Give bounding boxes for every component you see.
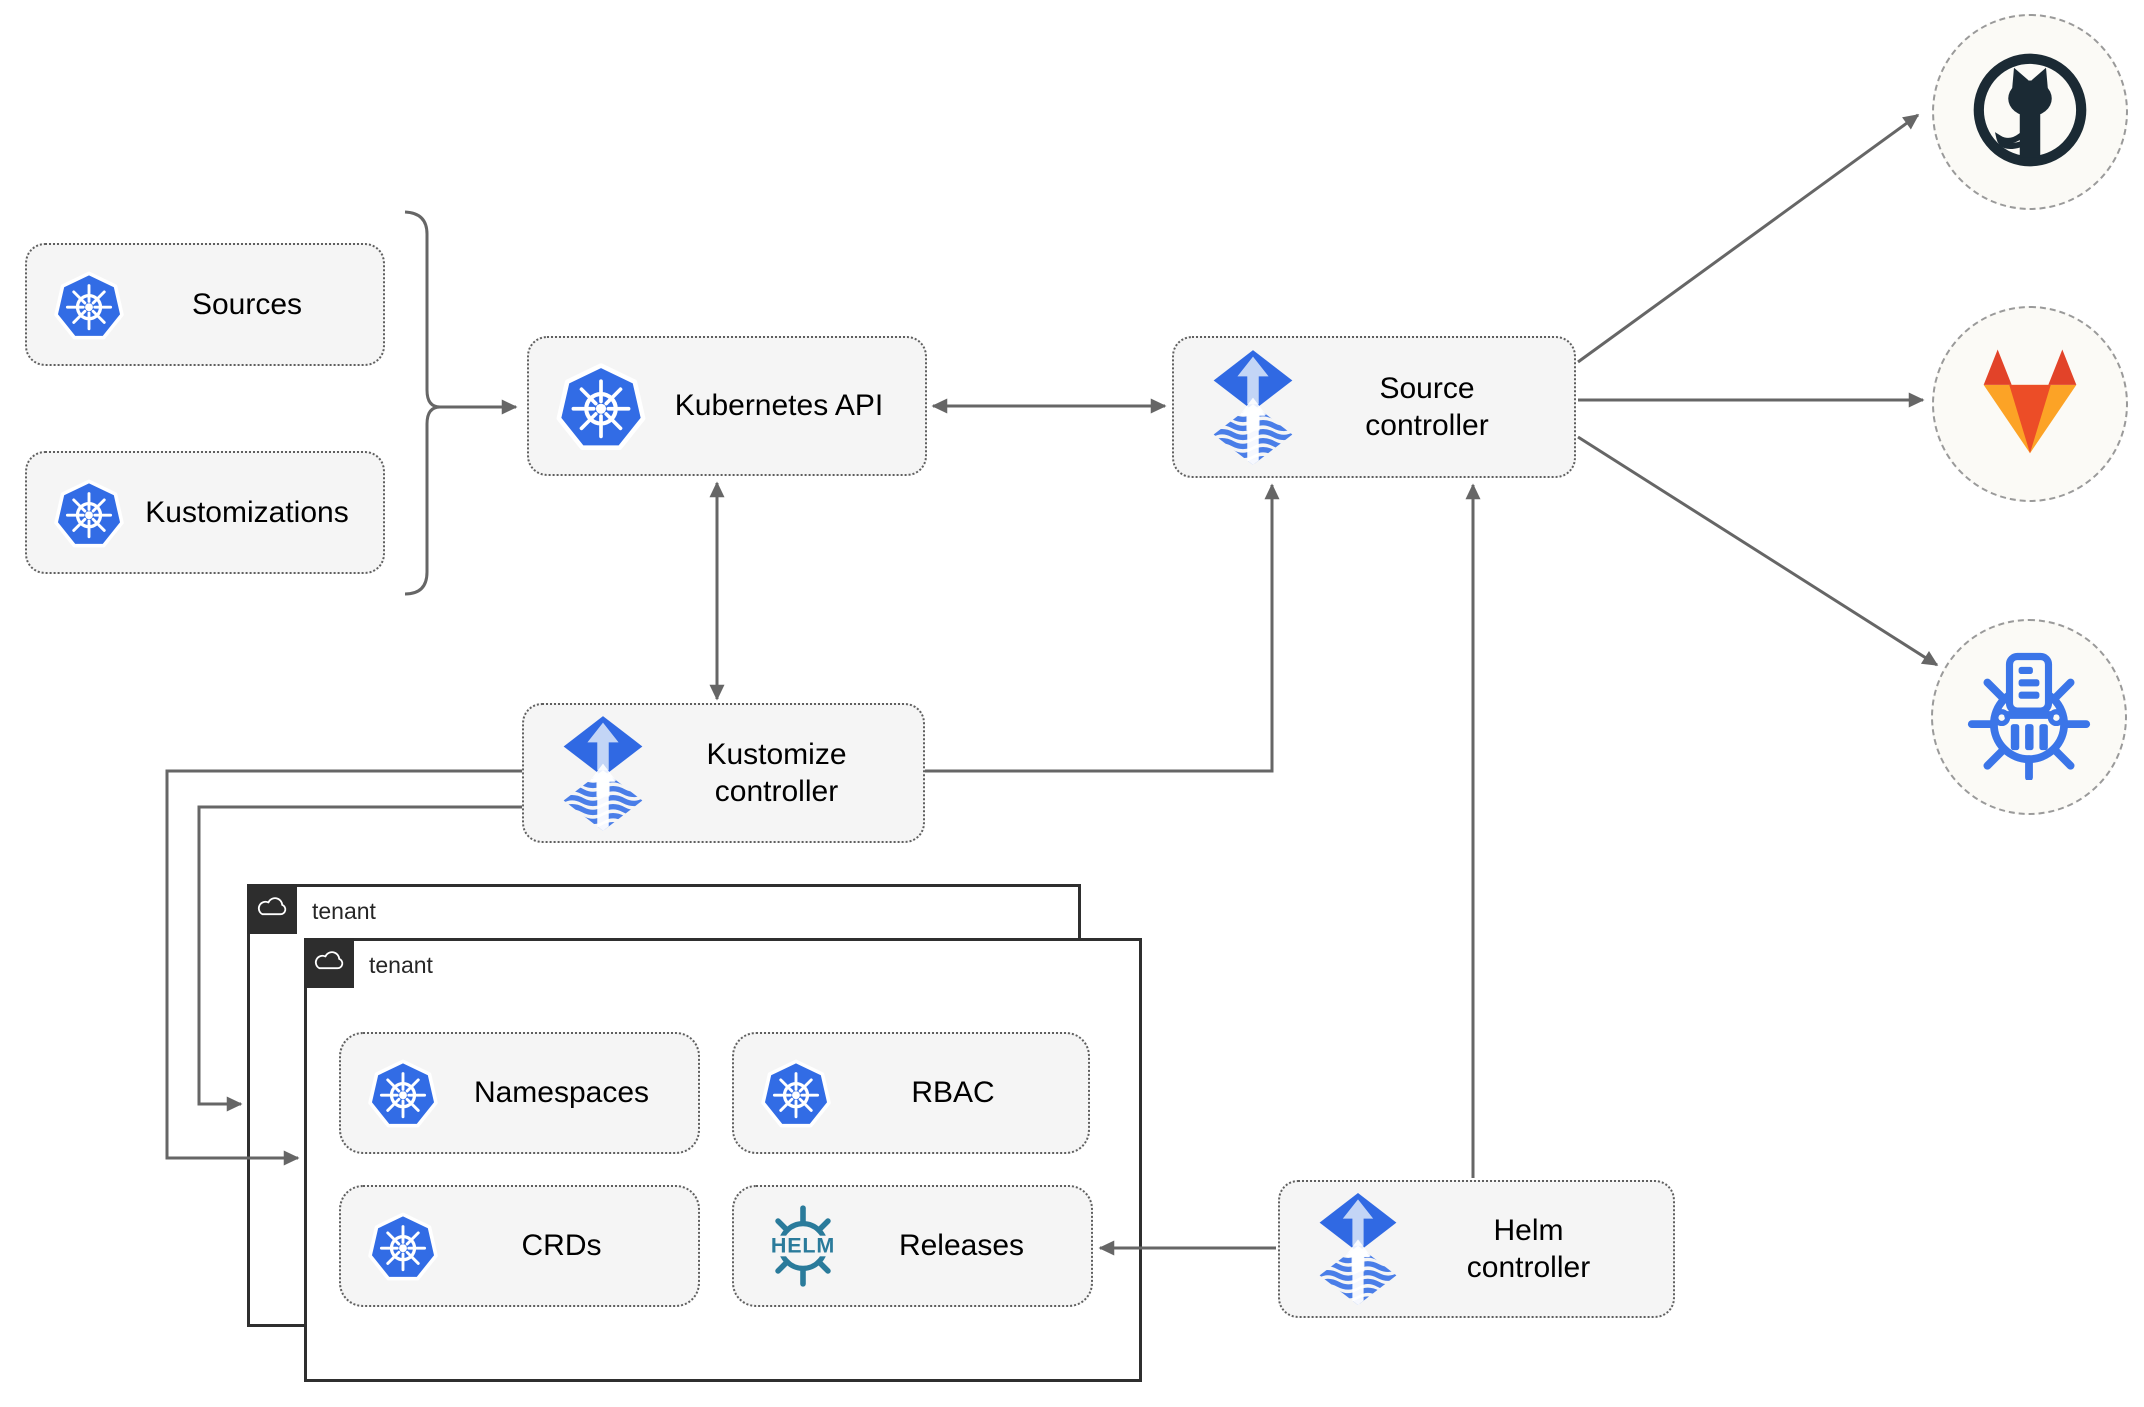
tenant-label: tenant	[312, 898, 376, 924]
cloud-icon	[254, 894, 290, 925]
node-kustomize-controller: Kustomize controller	[522, 703, 925, 843]
edge-sourcectrl-chartmuseum	[1577, 435, 1939, 667]
flux-icon	[1212, 350, 1294, 465]
edge-kustomizectrl-sourcectrl	[925, 483, 1280, 773]
brace-sources-group	[404, 210, 441, 596]
flux-icon	[562, 716, 644, 831]
gitlab-icon	[1969, 345, 2091, 464]
helm-logo-text: HELM	[771, 1233, 835, 1257]
tenant-tag	[247, 884, 297, 934]
node-label: CRDs	[521, 1229, 602, 1263]
chartmuseum-icon	[1964, 650, 2094, 785]
node-label: Namespaces	[473, 1076, 650, 1110]
node-label: Kubernetes API	[674, 389, 884, 423]
node-rbac: RBAC	[732, 1032, 1090, 1154]
provider-github	[1932, 14, 2128, 210]
kubernetes-icon	[367, 1210, 439, 1282]
node-namespaces: Namespaces	[339, 1032, 700, 1154]
tenant-label: tenant	[369, 952, 433, 978]
node-releases: HELM Releases	[732, 1185, 1093, 1307]
kubernetes-icon	[53, 269, 125, 341]
provider-chartmuseum	[1931, 619, 2127, 815]
node-label: Kustomizations	[145, 495, 349, 529]
tenant-tag	[304, 938, 354, 988]
flux-icon	[1318, 1193, 1398, 1305]
node-label: Sources	[191, 287, 303, 321]
node-label: RBAC	[911, 1076, 995, 1110]
node-sources: Sources	[25, 243, 385, 366]
node-crds: CRDs	[339, 1185, 700, 1307]
edge-sourcectrl-github	[1577, 113, 1920, 364]
cloud-icon	[311, 948, 347, 979]
provider-gitlab	[1932, 306, 2128, 502]
tenant-box-front: tenant	[304, 938, 1142, 1382]
kubernetes-icon	[367, 1057, 439, 1129]
node-label: Kustomize controller	[706, 737, 847, 809]
helm-icon: HELM	[760, 1203, 846, 1289]
node-label: Releases	[898, 1229, 1025, 1263]
kubernetes-icon	[760, 1057, 832, 1129]
node-source-controller: Source controller	[1172, 336, 1576, 478]
kubernetes-icon	[555, 360, 647, 452]
node-label: Helm controller	[1466, 1213, 1591, 1285]
node-helm-controller: Helm controller	[1278, 1180, 1675, 1318]
kubernetes-icon	[53, 477, 125, 549]
node-kubernetes-api: Kubernetes API	[527, 336, 927, 476]
node-kustomizations: Kustomizations	[25, 451, 385, 574]
github-icon	[1966, 46, 2094, 179]
node-label: Source controller	[1365, 371, 1489, 443]
